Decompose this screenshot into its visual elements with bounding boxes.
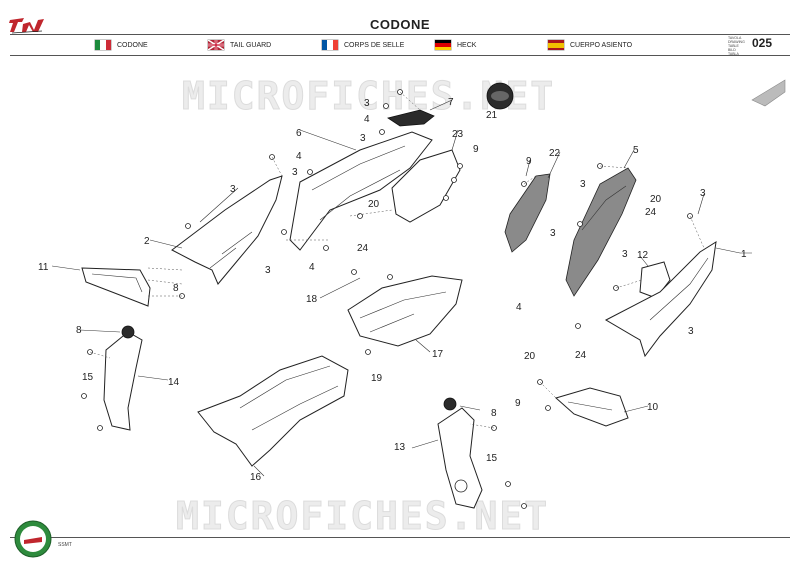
callout-label: 5 — [633, 145, 639, 156]
callout-label: 3 — [622, 249, 628, 260]
callout-label: 13 — [394, 442, 406, 453]
page-title: CODONE — [369, 17, 431, 32]
part-23-panel — [391, 149, 461, 223]
table-label-line: TABLE — [728, 44, 739, 48]
part-7-bracket — [387, 109, 435, 127]
callout-label: 3 — [364, 98, 370, 109]
callout-label: 8 — [173, 283, 179, 294]
model-thumbnail-icon — [751, 79, 786, 107]
table-label-line: DRAWING — [728, 40, 745, 44]
header-bottom-rule — [10, 55, 790, 56]
benelli-badge-icon — [14, 520, 52, 558]
language-label-spanish: CUERPO ASIENTO — [570, 41, 633, 49]
callout-label: 1 — [741, 249, 747, 260]
table-label-line: TAVOLA — [728, 36, 742, 40]
callout-label: 4 — [309, 262, 315, 273]
uk-flag-icon — [208, 40, 224, 50]
callout-label: 21 — [486, 110, 498, 121]
language-item-spanish: CUERPO ASIENTO — [548, 38, 632, 52]
callout-label: 3 — [265, 265, 271, 276]
part-6-frame — [289, 131, 433, 251]
callout-label: 10 — [647, 402, 659, 413]
callout-label: 23 — [452, 129, 464, 140]
table-label: TAVOLA DRAWING TABLE BILD TABLA — [728, 36, 745, 56]
screws-group — [81, 89, 693, 509]
language-label-french: CORPS DE SELLE — [344, 41, 405, 49]
callout-label: 2 — [144, 236, 150, 247]
part-16-seat — [197, 355, 349, 467]
table-label-line: BILD — [728, 48, 736, 52]
callout-label: 14 — [168, 377, 180, 388]
callout-label: 3 — [580, 179, 586, 190]
callout-label: 3 — [550, 228, 556, 239]
callout-label: 17 — [432, 349, 444, 360]
callout-label: 9 — [473, 144, 479, 155]
part-1-tail-cover — [604, 241, 717, 358]
part-5-side-cover-right — [565, 167, 637, 297]
part-13-bracket — [437, 407, 483, 509]
footer-rule — [10, 537, 790, 538]
language-item-french: CORPS DE SELLE — [322, 38, 404, 52]
language-item-german: HECK — [435, 38, 476, 52]
header-top-rule — [10, 34, 790, 35]
callout-label: 4 — [516, 302, 522, 313]
callout-label: 3 — [700, 188, 706, 199]
callout-label: 9 — [526, 156, 532, 167]
language-label-english: TAIL GUARD — [230, 41, 272, 49]
callout-label: 15 — [82, 372, 94, 383]
callout-label: 19 — [371, 373, 383, 384]
callout-label: 12 — [637, 250, 649, 261]
part-10-bracket — [554, 387, 629, 427]
callout-label: 8 — [491, 408, 497, 419]
callout-label: 3 — [688, 326, 694, 337]
part-8-plug — [443, 397, 457, 411]
callout-label: 6 — [296, 128, 302, 139]
part-8-plug — [121, 325, 135, 339]
france-flag-icon — [322, 40, 338, 50]
callout-label: 24 — [357, 243, 369, 254]
callout-label: 18 — [306, 294, 318, 305]
callout-label: 15 — [486, 453, 498, 464]
italy-flag-icon — [95, 40, 111, 50]
page-number: 025 — [752, 36, 773, 50]
callout-label: 9 — [515, 398, 521, 409]
callout-label: 24 — [575, 350, 587, 361]
callout-label: 16 — [250, 472, 262, 483]
footer-code: SSMT — [58, 542, 72, 548]
callout-label: 11 — [38, 262, 49, 273]
watermark-bottom: MICROFICHES.NET — [175, 494, 550, 539]
language-item-italian: CODONE — [95, 38, 148, 52]
callout-label: 20 — [368, 199, 380, 210]
part-22-panel — [504, 173, 551, 253]
callout-label: 20 — [650, 194, 662, 205]
callout-label: 4 — [296, 151, 302, 162]
spain-flag-icon — [548, 40, 564, 50]
table-label-line: TABLA — [728, 52, 739, 56]
callout-label: 4 — [364, 114, 370, 125]
part-2-side-cover-left — [171, 175, 283, 285]
callout-label: 7 — [448, 97, 454, 108]
language-bar: CODONE TAIL GUARD CORPS DE SELLE HECK CU… — [0, 38, 800, 54]
callout-label: 3 — [292, 167, 298, 178]
callout-label: 24 — [645, 207, 657, 218]
language-item-english: TAIL GUARD — [208, 38, 271, 52]
callout-label: 3 — [230, 184, 236, 195]
callout-label: 3 — [360, 133, 366, 144]
germany-flag-icon — [435, 40, 451, 50]
language-label-german: HECK — [457, 41, 477, 49]
part-17-tray — [347, 275, 463, 347]
language-label-italian: CODONE — [117, 41, 148, 49]
callout-label: 20 — [524, 351, 536, 362]
brand-logo-icon — [9, 18, 44, 34]
exploded-parts-diagram — [51, 79, 786, 509]
callout-label: 8 — [76, 325, 82, 336]
callout-label: 22 — [549, 148, 561, 159]
